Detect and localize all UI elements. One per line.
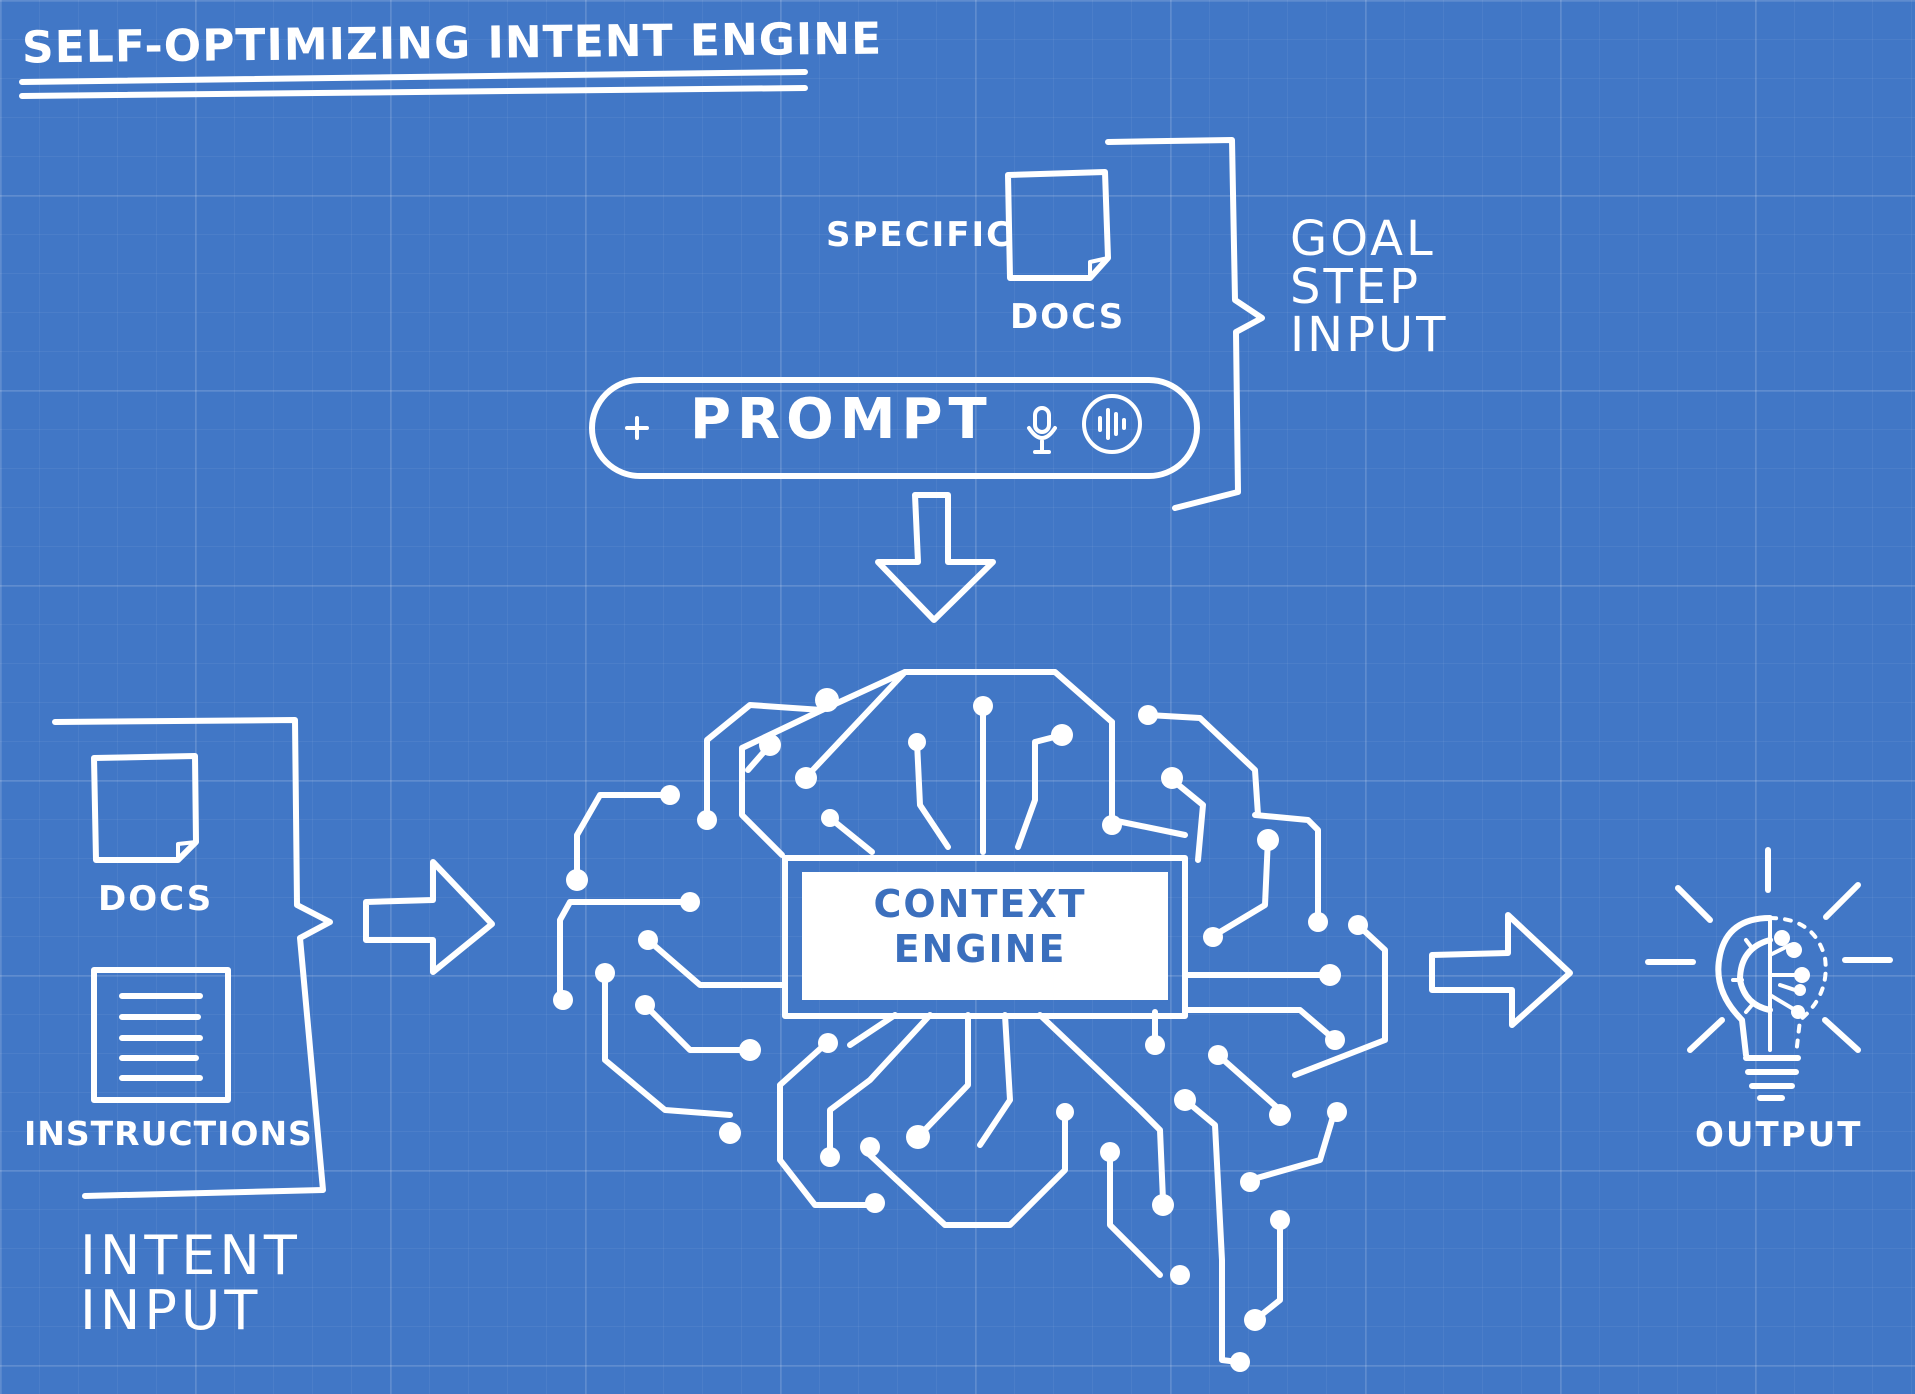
lightbulb-gear-circuit-icon xyxy=(1645,847,1893,1101)
prompt-text[interactable]: PROMPT xyxy=(690,387,993,452)
intent-docs-label: DOCS xyxy=(98,879,214,919)
plus-icon xyxy=(625,416,649,440)
goal-step-brace-icon xyxy=(1105,137,1265,511)
context-engine-line-2: ENGINE xyxy=(893,926,1067,971)
specific-docs-icon xyxy=(1005,169,1111,281)
output-label: OUTPUT xyxy=(1695,1115,1863,1155)
microphone-icon xyxy=(1027,406,1057,454)
intent-docs-icon xyxy=(91,753,199,863)
context-engine-line-1: CONTEXT xyxy=(873,882,1087,926)
goal-label-line-1: GOAL xyxy=(1290,211,1436,267)
intent-label-line-2: INPUT xyxy=(80,1279,262,1343)
intent-brace-icon xyxy=(52,717,333,1199)
instructions-label: INSTRUCTIONS xyxy=(24,1114,313,1153)
intent-label-line-1: INTENT xyxy=(80,1224,301,1287)
context-engine-label: CONTEXT ENGINE xyxy=(800,882,1160,972)
circuit-brain-icon xyxy=(553,669,1388,1372)
specific-label: SPECIFIC xyxy=(826,215,1014,255)
goal-label-line-3: INPUT xyxy=(1290,307,1449,363)
goal-docs-label: DOCS xyxy=(1010,297,1126,337)
down-arrow-icon xyxy=(875,492,996,623)
right-arrow-icon-2 xyxy=(1429,912,1573,1028)
instructions-icon xyxy=(91,967,231,1103)
diagram-title: SELF-OPTIMIZING INTENT ENGINE xyxy=(21,13,883,74)
goal-step-input-label: GOAL STEP INPUT xyxy=(1290,215,1448,359)
goal-label-line-2: STEP xyxy=(1290,259,1422,315)
voice-waveform-icon xyxy=(1082,394,1142,454)
title-underline xyxy=(19,69,808,99)
intent-input-label: INTENT INPUT xyxy=(80,1228,301,1338)
right-arrow-icon-1 xyxy=(363,859,495,975)
prompt-bar-shape xyxy=(589,377,1200,479)
